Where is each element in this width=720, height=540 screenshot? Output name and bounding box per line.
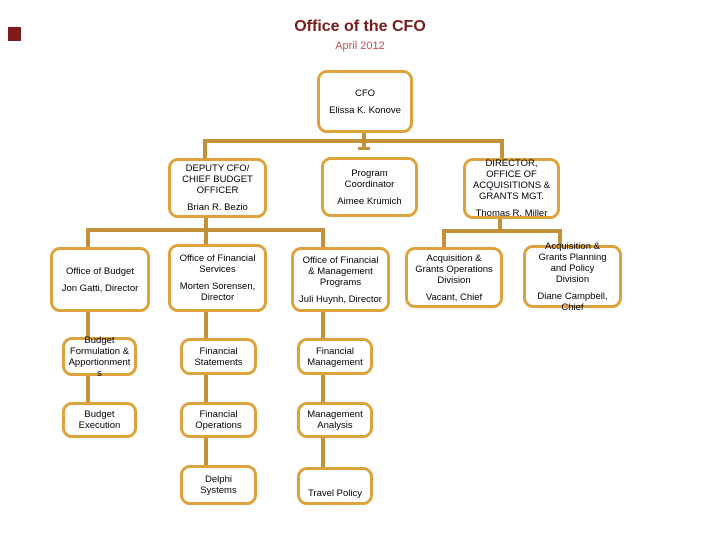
- connector-line: [86, 312, 90, 337]
- role-label: Budget Formulation & Apportionment s: [68, 334, 131, 379]
- role-label: Office of Financial & Management Program…: [302, 254, 379, 288]
- org-box-management-analysis: Management Analysis: [297, 402, 373, 438]
- connector-line: [362, 133, 366, 147]
- person-name: Vacant, Chief: [425, 291, 483, 303]
- org-box-financial-statements: Financial Statements: [180, 338, 257, 375]
- connector-line: [498, 219, 502, 231]
- page-title: Office of the CFO: [294, 18, 426, 35]
- org-box-budget-formulation: Budget Formulation & Apportionment s: [62, 334, 137, 379]
- org-box-office-of-budget: Office of Budget Jon Gatti, Director: [50, 247, 150, 312]
- org-box-travel-policy: Travel Policy: [297, 467, 373, 505]
- connector-line: [204, 438, 208, 465]
- person-name: Thomas R. Miller: [475, 208, 548, 219]
- org-box-acq-grants-planning: Acquisition & Grants Planning and Policy…: [523, 241, 622, 313]
- connector-line: [321, 375, 325, 402]
- connector-line: [203, 139, 207, 158]
- accent-square: [8, 27, 21, 41]
- role-label: Acquisition & Grants Operations Division: [415, 252, 493, 286]
- role-label: CFO: [354, 87, 376, 99]
- role-label: DIRECTOR, OFFICE OF ACQUISITIONS & GRANT…: [472, 158, 551, 202]
- person-name: Juli Huynh, Director: [299, 293, 382, 305]
- role-label: Travel Policy: [307, 488, 363, 499]
- person-name: Elissa K. Konove: [329, 104, 401, 116]
- connector-line: [358, 147, 370, 150]
- person-name: Jon Gatti, Director: [61, 282, 139, 294]
- person-name: Morten Sorensen, Director: [179, 281, 256, 303]
- role-label: Financial Management: [307, 345, 363, 368]
- connector-line: [203, 139, 504, 143]
- connector-line: [321, 312, 325, 338]
- connector-line: [442, 229, 446, 247]
- org-box-office-of-financial-services: Office of Financial Services Morten Sore…: [168, 244, 267, 312]
- org-box-acq-grants-operations: Acquisition & Grants Operations Division…: [405, 247, 503, 308]
- org-box-office-of-financial-mgmt-programs: Office of Financial & Management Program…: [291, 247, 390, 312]
- page-subtitle-date: April 2012: [335, 40, 385, 52]
- role-label: Acquisition & Grants Planning and Policy…: [538, 240, 607, 285]
- person-name: Aimee Krumich: [337, 195, 402, 207]
- role-label: Management Analysis: [307, 409, 363, 431]
- connector-line: [86, 228, 325, 232]
- connector-line: [86, 228, 90, 247]
- role-label: Delphi Systems: [200, 474, 237, 496]
- person-name: Brian R. Bezio: [187, 202, 248, 213]
- org-box-cfo: CFO Elissa K. Konove: [317, 70, 413, 133]
- org-box-director-acquisitions: DIRECTOR, OFFICE OF ACQUISITIONS & GRANT…: [463, 158, 560, 219]
- role-label: Office of Financial Services: [179, 253, 256, 275]
- connector-line: [321, 228, 325, 247]
- connector-line: [86, 376, 90, 402]
- role-label: Financial Operations: [195, 409, 242, 431]
- role-label: DEPUTY CFO/ CHIEF BUDGET OFFICER: [182, 163, 253, 196]
- org-box-financial-management: Financial Management: [297, 338, 373, 375]
- org-box-deputy-cfo: DEPUTY CFO/ CHIEF BUDGET OFFICER Brian R…: [168, 158, 267, 218]
- role-label: Office of Budget: [66, 265, 134, 277]
- org-box-budget-execution: Budget Execution: [62, 402, 137, 438]
- role-label: Program Coordinator: [344, 167, 395, 190]
- connector-line: [558, 229, 562, 245]
- connector-line: [500, 139, 504, 158]
- org-box-delphi-systems: Delphi Systems: [180, 465, 257, 505]
- org-box-program-coordinator: Program Coordinator Aimee Krumich: [321, 157, 418, 217]
- connector-line: [442, 229, 562, 233]
- role-label: Financial Statements: [194, 345, 243, 368]
- connector-line: [204, 312, 208, 338]
- org-box-financial-operations: Financial Operations: [180, 402, 257, 438]
- role-label: Budget Execution: [78, 409, 121, 431]
- connector-line: [321, 438, 325, 467]
- connector-line: [204, 375, 208, 402]
- person-name: Diane Campbell, Chief: [537, 290, 608, 313]
